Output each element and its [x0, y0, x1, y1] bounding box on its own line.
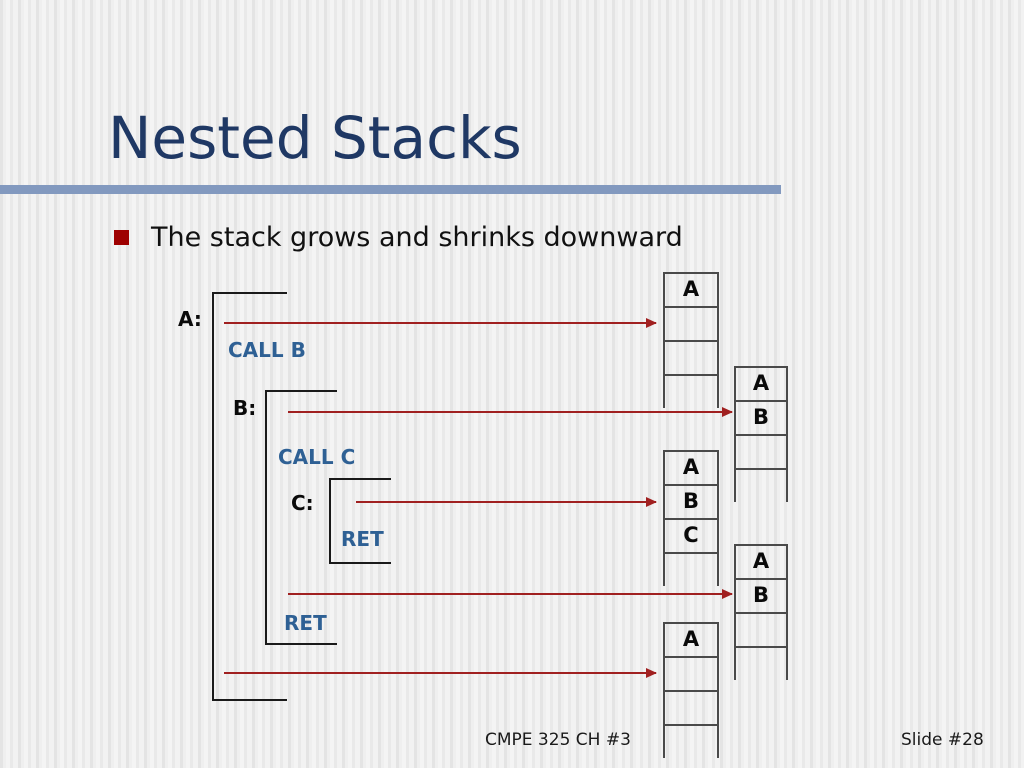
- code-label-b: B:: [233, 396, 257, 420]
- stack-cell: [663, 306, 719, 340]
- arrow-call-c: [356, 497, 657, 507]
- stack-cell: A: [734, 366, 788, 400]
- stack-cell: A: [663, 272, 719, 306]
- stack-cell: A: [734, 544, 788, 578]
- arrow-call-b: [288, 407, 733, 417]
- stack-cell: [663, 340, 719, 374]
- stack-cell: [734, 612, 788, 646]
- bullet-row: The stack grows and shrinks downward: [114, 222, 683, 253]
- stack-cell: A: [663, 450, 719, 484]
- stack-cell: B: [734, 578, 788, 612]
- bracket-procedure-b: [265, 390, 337, 645]
- footer-course: CMPE 325 CH #3: [485, 730, 631, 750]
- bracket-procedure-a: [212, 292, 287, 701]
- stack-cell: [734, 434, 788, 468]
- stack-cell: [663, 724, 719, 758]
- stack-cell: [663, 374, 719, 408]
- stack-3: A B C: [663, 450, 719, 586]
- arrow-enter-a: [224, 318, 657, 328]
- bracket-procedure-c: [329, 478, 391, 564]
- footer-slide-number: Slide #28: [901, 730, 984, 750]
- code-op-call-c: CALL C: [278, 445, 356, 469]
- stack-5: A: [663, 622, 719, 758]
- stack-cell: B: [663, 484, 719, 518]
- stack-cell: A: [663, 622, 719, 656]
- code-label-a: A:: [178, 307, 202, 331]
- stack-cell: C: [663, 518, 719, 552]
- page-title: Nested Stacks: [108, 104, 522, 172]
- stack-1: A: [663, 272, 719, 408]
- stack-cell: [734, 646, 788, 680]
- title-divider: [0, 185, 781, 194]
- stack-cell: [663, 552, 719, 586]
- stack-cell: [734, 468, 788, 502]
- bullet-text: The stack grows and shrinks downward: [151, 222, 683, 253]
- code-op-ret-c: RET: [341, 527, 384, 551]
- code-op-call-b: CALL B: [228, 338, 306, 362]
- code-label-c: C:: [291, 491, 314, 515]
- stack-4: A B: [734, 544, 788, 680]
- arrow-ret-b: [224, 668, 657, 678]
- code-op-ret-b: RET: [284, 611, 327, 635]
- stack-cell: [663, 690, 719, 724]
- stack-cell: B: [734, 400, 788, 434]
- bullet-square-icon: [114, 230, 129, 245]
- stack-2: A B: [734, 366, 788, 502]
- arrow-ret-c: [288, 589, 733, 599]
- stack-cell: [663, 656, 719, 690]
